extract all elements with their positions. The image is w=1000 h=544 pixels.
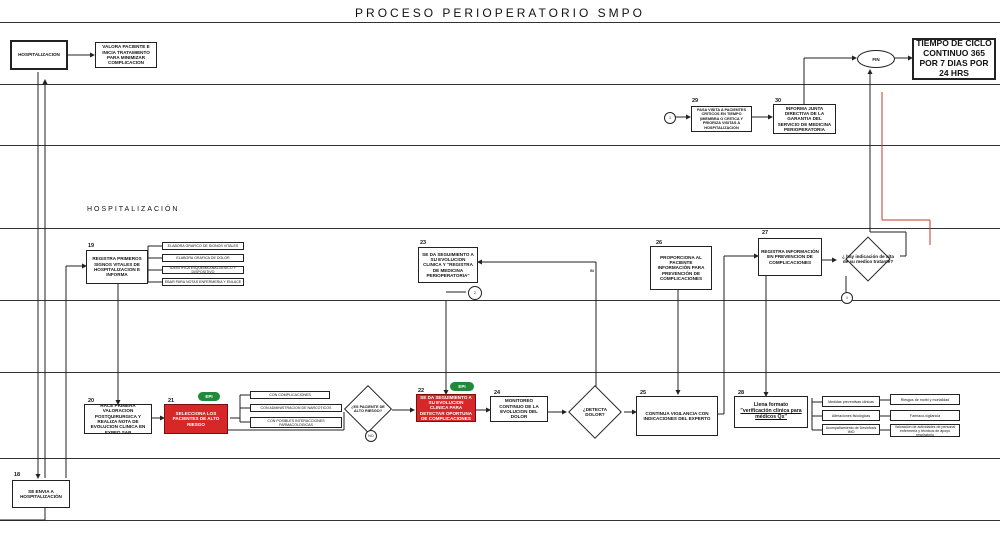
step-19-item: ELABORA GRAFICO DE SIGNOS VITALES — [162, 242, 244, 250]
alta-decision: ¿ hay indicación de alta de su medico tr… — [836, 236, 900, 282]
valora-paciente-box: VALORA PACIENTE E INICIA TRATAMIENTO PAR… — [95, 42, 157, 68]
step-number: 21 — [168, 398, 175, 404]
si-label: SI — [590, 268, 594, 273]
step-number: 28 — [738, 390, 745, 396]
step-19-item: ELABORA GRAFICA DE DOLOR — [162, 254, 244, 262]
step-28-box: Llena formato "verificación clinica para… — [734, 396, 808, 428]
step-number: 30 — [775, 98, 782, 104]
lane-divider — [0, 520, 1000, 521]
lane-divider — [0, 228, 1000, 229]
step-26-box: PROPORCIONA AL PACIENTE INFORMACIÓN PARA… — [650, 246, 712, 290]
lane-divider — [0, 145, 1000, 146]
connector-circle: 1 — [664, 112, 676, 124]
step-28-item: Medidas preventivas clinicas — [822, 396, 880, 407]
step-27-box: REGISTRA INFORMACIÓN EN PREVENCION DE CO… — [758, 238, 822, 276]
lane-divider — [0, 372, 1000, 373]
step-number: 23 — [420, 240, 427, 246]
step-number: 25 — [640, 390, 647, 396]
detecta-dolor-decision: ¿DETECTA DOLOR? — [566, 385, 624, 439]
step-number: 20 — [88, 398, 95, 404]
step-number: 22 — [418, 388, 425, 394]
step-28-format: "verificación clinica para médicos Qx" — [740, 408, 802, 420]
step-19-item: EBAR PARA NOTAS ENFERMERIA Y ENLACE — [162, 278, 244, 286]
step-28-item: Riesgos de morbi y mortalidad — [890, 394, 960, 405]
step-23-box: SE DA SEGUIMIENTO A SU EVOLUCION CLINICA… — [418, 247, 478, 283]
step-number: 29 — [692, 98, 699, 104]
epi-badge: EPI — [198, 392, 220, 401]
step-21-box: SELECCIONA LOS PACIENTES DE ALTO RIESGO — [164, 404, 228, 434]
lane-divider — [0, 458, 1000, 459]
step-28-title: Llena formato — [753, 402, 789, 409]
lane-divider — [0, 22, 1000, 23]
epi-badge: EPI — [450, 382, 474, 391]
fin-terminator: FIN — [857, 50, 895, 68]
step-24-box: MONITOREO CONTINUO DE LA EVOLUCION DEL D… — [490, 396, 548, 422]
step-number: 26 — [656, 240, 663, 246]
step-18-box: SE ENVIA A HOSPITALIZACIÓN — [12, 480, 70, 508]
step-28-item: Valoración de actividades de personal en… — [890, 424, 960, 437]
step-19-item: IDENTIFICA ESQUEMA ANALGESICO Y DISPOSIT… — [162, 266, 244, 274]
no-connector: NO — [365, 430, 377, 442]
step-28-item: Alteraciones fisiológicas — [822, 410, 880, 421]
step-28-item: Farmaco-vigilancia — [890, 410, 960, 421]
step-21-item: CON ADMINISTRACION DE NARCOTICOS — [250, 404, 342, 412]
hospitalizacion-start-box: HOSPITALIZACION — [10, 40, 68, 70]
step-22-box: SE DA SEGUIMIENTO A SU EVOLUCION CLINICA… — [416, 394, 476, 422]
step-19-box: REGISTRA PRIMEROS SIGNOS VITALES DE HOSP… — [86, 250, 148, 284]
connector-circle: 2 — [468, 286, 482, 300]
step-number: 18 — [14, 472, 21, 478]
step-25-box: CONTINUA VIGILANCIA CON INDICACIONES DEL… — [636, 396, 718, 436]
step-21-item: CON COMPLICACIONES — [250, 391, 330, 399]
step-20-box: HACE PRIMERA VALORACION POSTQUIRURGICA Y… — [84, 403, 152, 435]
alto-riesgo-decision: ¿ES PACIENTE DE ALTO RIESGO? — [343, 384, 393, 434]
connector-circle: 1 — [841, 292, 853, 304]
step-21-item: CON POSIBLES INTERACCIONES FARMACOLOGICA… — [250, 417, 342, 428]
tiempo-de-ciclo-box: TIEMPO DE CICLO CONTINUO 365 POR 7 DIAS … — [912, 38, 996, 80]
lane-divider — [0, 300, 1000, 301]
page-title: PROCESO PERIOPERATORIO SMPO — [355, 6, 645, 20]
step-28-item: Acompañamiento de Desinfosis IMO — [822, 424, 880, 435]
step-number: 24 — [494, 390, 501, 396]
step-30-box: INFORMA JUNTA DIRECTIVA DE LA GARANTIA D… — [773, 104, 836, 134]
section-label: HOSPITALIZACIÓN — [87, 206, 180, 213]
step-number: 19 — [88, 243, 95, 249]
step-29-box: PASA VISITA A PACIENTES CRITICOS EN TIEM… — [691, 106, 752, 132]
lane-divider — [0, 84, 1000, 85]
step-number: 27 — [762, 230, 769, 236]
